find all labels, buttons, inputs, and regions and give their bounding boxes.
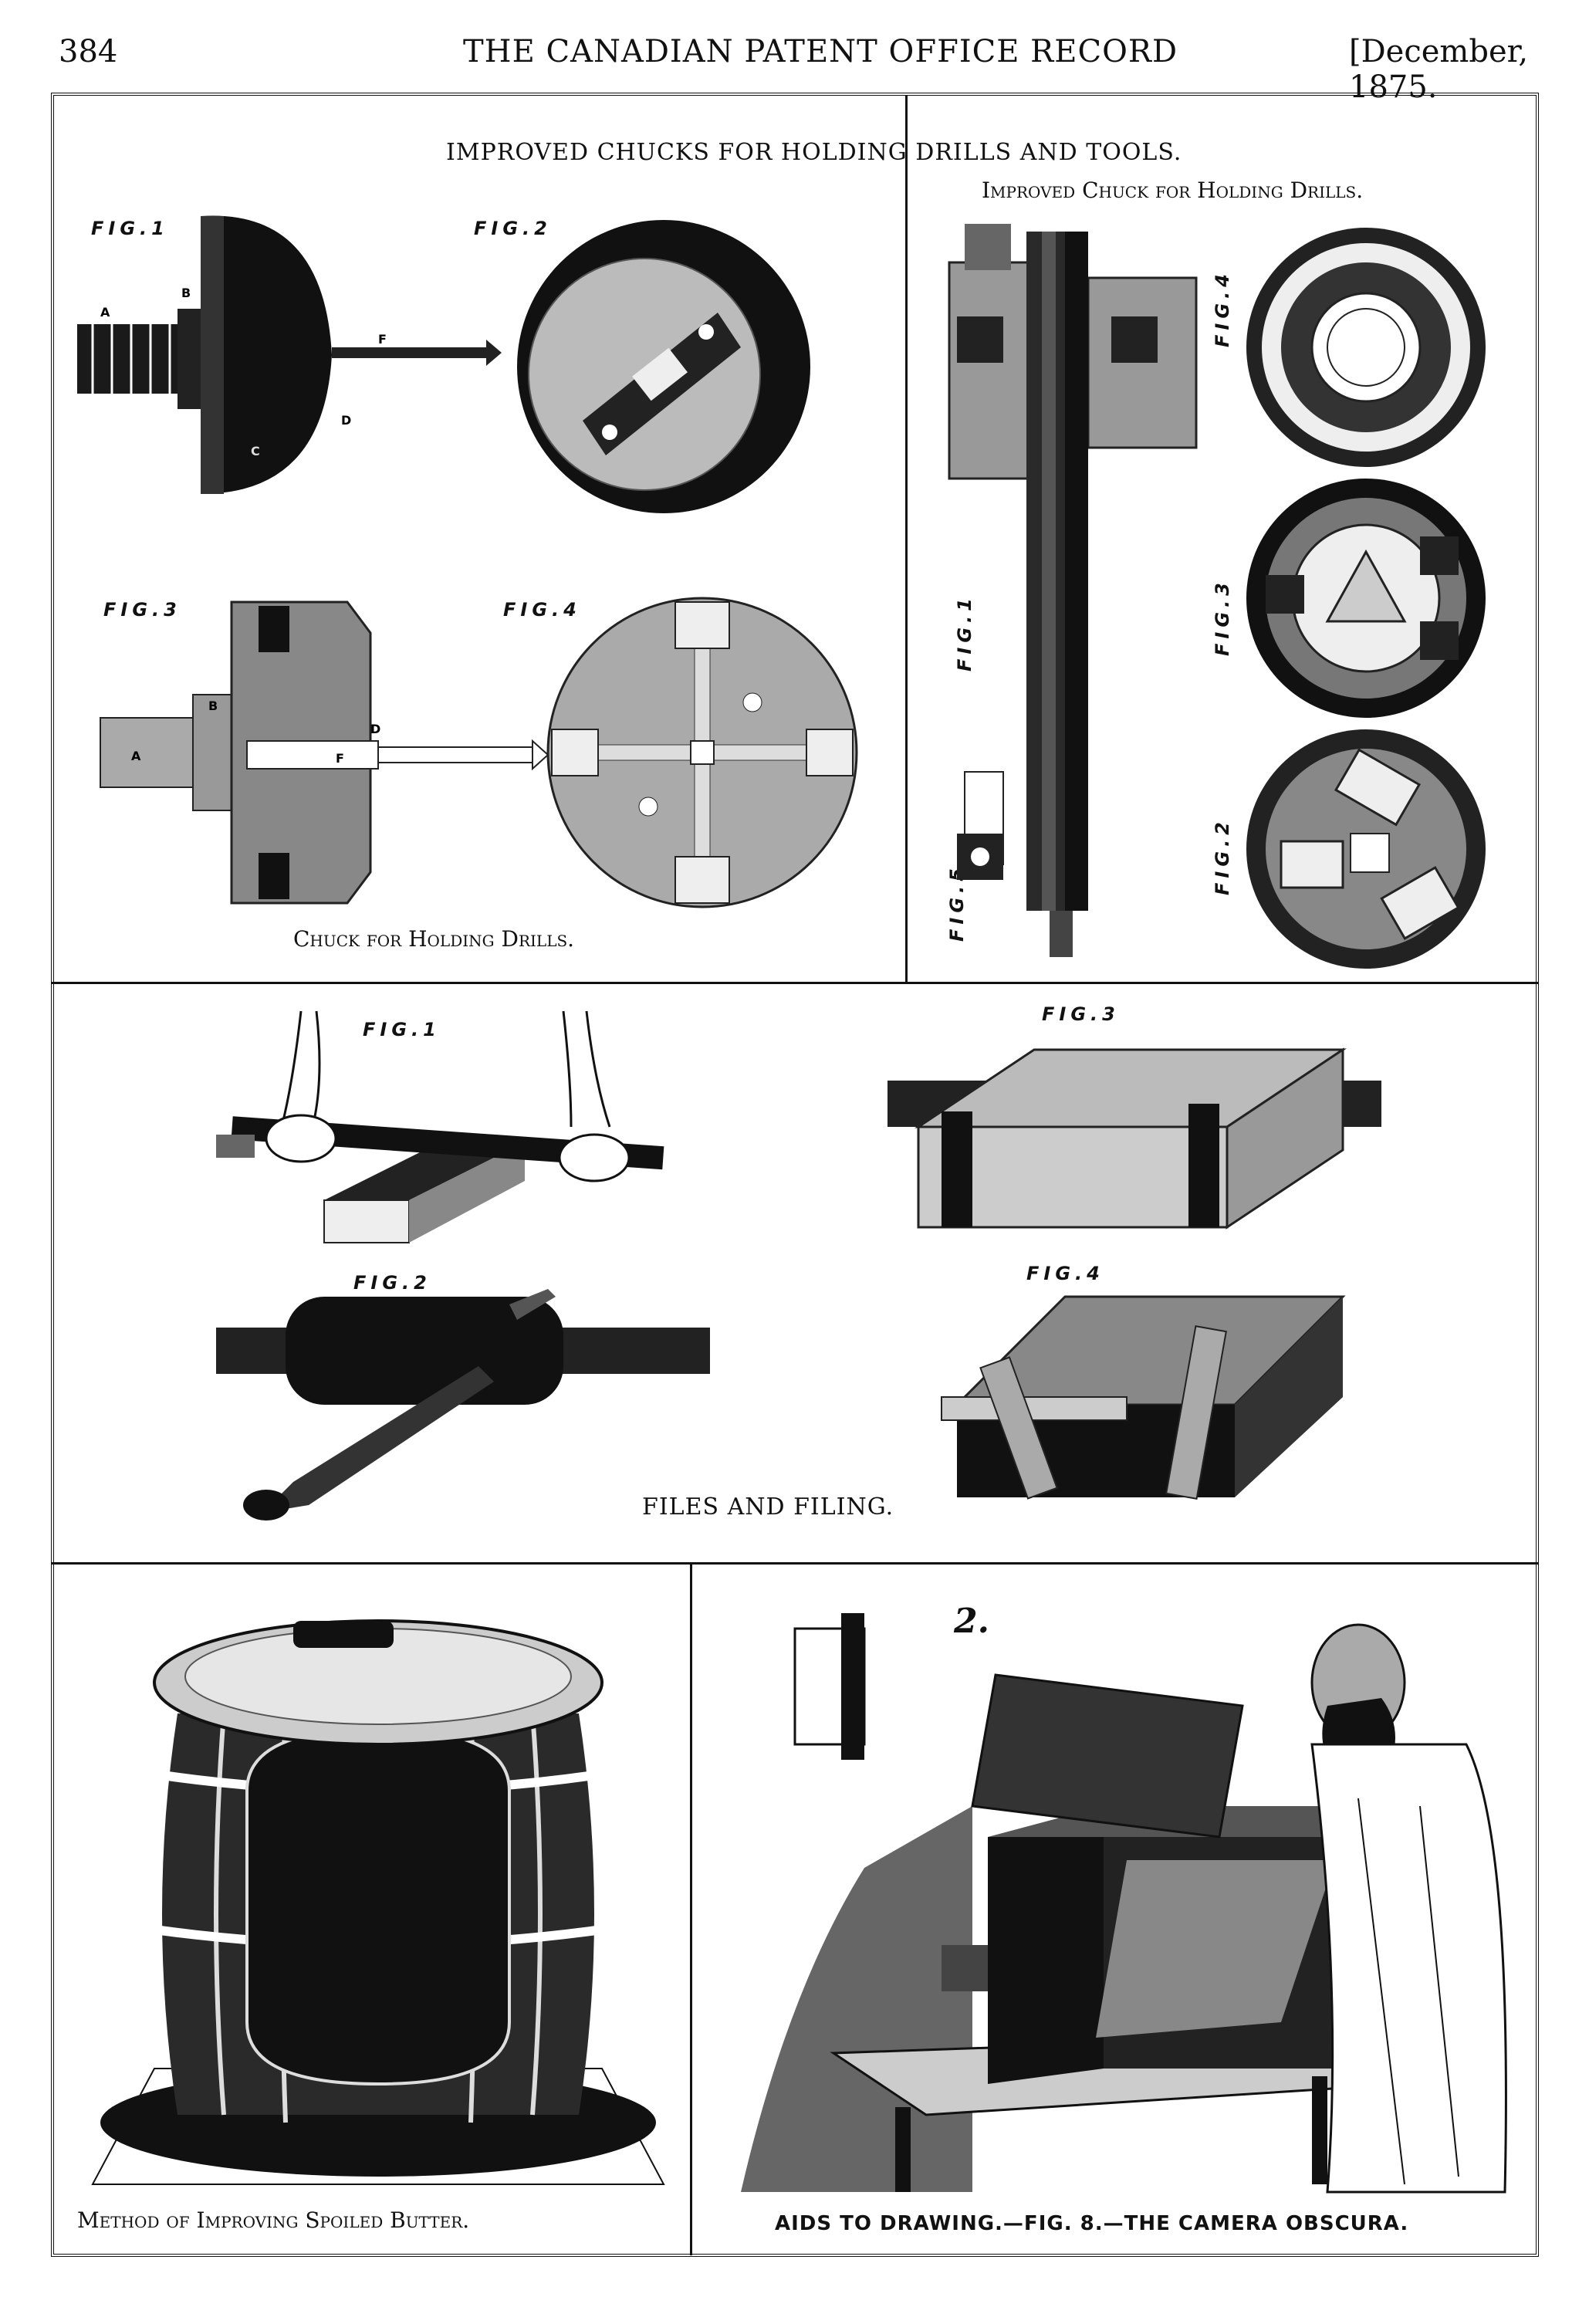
fig-label-chuck-1: FIG.1 [91, 218, 169, 239]
butter-barrel-drawing [91, 1619, 665, 2185]
svg-text:D: D [370, 722, 380, 736]
fig-label-chuck-2: FIG.2 [474, 218, 552, 239]
camera-obscura-drawing [741, 1613, 1507, 2194]
svg-text:A: A [100, 305, 110, 320]
svg-text:F: F [378, 332, 387, 347]
improved-chuck-fig2-drawing [1246, 729, 1486, 969]
svg-text:D: D [341, 413, 351, 428]
fig-label-files-2: FIG.2 [353, 1272, 431, 1294]
fig-label-files-4: FIG.4 [1026, 1263, 1104, 1284]
fig-label-improved-3: FIG.3 [1212, 578, 1233, 656]
improved-chuck-caption: Improved Chuck for Holding Drills. [982, 178, 1364, 203]
divider-bottom [51, 1562, 1539, 1565]
chuck-fig3-drawing: A B D F [100, 600, 549, 905]
chuck-caption: Chuck for Holding Drills. [293, 926, 575, 952]
page-frame [51, 93, 1539, 2257]
fig-label-files-3: FIG.3 [1042, 1003, 1120, 1025]
svg-text:B: B [181, 286, 191, 300]
page-header-title: THE CANADIAN PATENT OFFICE RECORD [463, 34, 1178, 69]
chuck-fig2-drawing [517, 220, 810, 513]
chucks-heading: IMPROVED CHUCKS FOR HOLDING DRILLS AND T… [446, 139, 1182, 166]
butter-caption: Method of Improving Spoiled Butter. [77, 2207, 470, 2233]
fig-label-files-1: FIG.1 [363, 1019, 441, 1040]
svg-text:F: F [336, 751, 344, 766]
page-number: 384 [59, 34, 118, 69]
fig-label-chuck-4: FIG.4 [503, 599, 581, 621]
svg-text:C: C [251, 444, 260, 458]
fig-label-improved-2: FIG.2 [1212, 817, 1233, 895]
chuck-fig1-drawing: A B C D F [77, 215, 502, 494]
improved-chuck-fig1-drawing [948, 224, 1198, 957]
svg-text:A: A [131, 749, 141, 763]
camera-figure-number: 2. [954, 1602, 989, 1641]
page-header-date: [December, 1875. [1349, 34, 1529, 105]
svg-text:B: B [208, 699, 218, 713]
divider-top [51, 982, 1539, 984]
files-fig2-drawing [216, 1289, 710, 1521]
files-fig3-drawing [887, 1047, 1381, 1230]
files-fig4-drawing [941, 1295, 1346, 1500]
chuck-fig4-drawing [546, 597, 858, 908]
improved-chuck-fig3-drawing [1246, 479, 1486, 718]
improved-chuck-fig4-drawing [1246, 228, 1486, 467]
fig-label-improved-4: FIG.4 [1212, 269, 1233, 347]
camera-caption: AIDS TO DRAWING.—FIG. 8.—THE CAMERA OBSC… [775, 2212, 1409, 2235]
divider-chucks-vertical [905, 96, 908, 983]
files-caption: FILES AND FILING. [642, 1494, 894, 1521]
fig-label-chuck-3: FIG.3 [103, 599, 181, 621]
files-fig1-drawing [216, 1010, 664, 1243]
divider-lower-vertical [690, 1564, 692, 2255]
